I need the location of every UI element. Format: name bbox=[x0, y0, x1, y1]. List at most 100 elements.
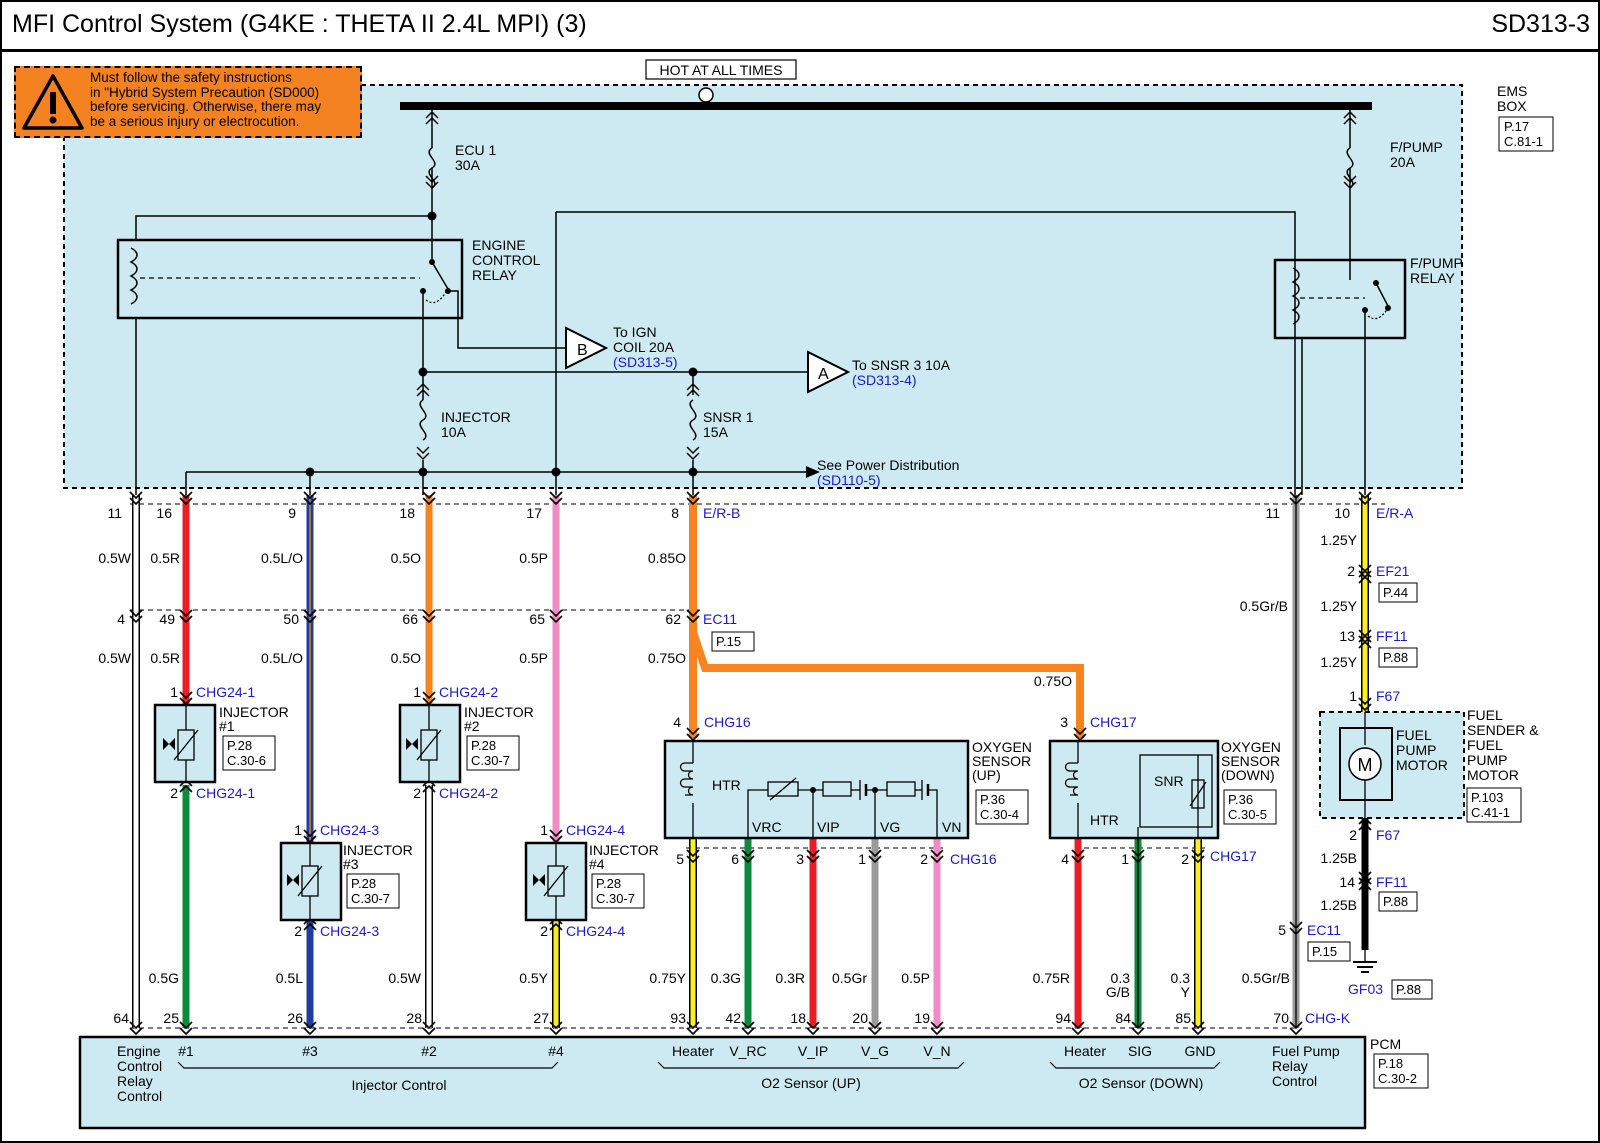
component-name: SENSOR bbox=[1221, 753, 1280, 769]
svg-text:RELAY: RELAY bbox=[1410, 270, 1456, 286]
connector-name: EC11 bbox=[703, 611, 737, 627]
injector-4 bbox=[524, 841, 588, 922]
ref-text: P.28 bbox=[227, 738, 252, 753]
ref-text: P.44 bbox=[1383, 585, 1408, 600]
ems-wiring bbox=[135, 211, 1366, 495]
pin-number: 65 bbox=[529, 611, 545, 627]
wire-label: 0.5Gr bbox=[832, 970, 867, 986]
pin-number: 11 bbox=[107, 505, 122, 521]
connector-chevron bbox=[179, 1021, 193, 1036]
pin-number: 64 bbox=[113, 1010, 129, 1026]
pcm-terminal: Engine bbox=[117, 1043, 161, 1059]
pin-number: 8 bbox=[671, 505, 679, 521]
ref-text: C.30-7 bbox=[351, 891, 390, 906]
svg-text:ECU 1: ECU 1 bbox=[455, 142, 496, 158]
svg-text:BOX: BOX bbox=[1497, 98, 1527, 114]
junction-dots bbox=[305, 211, 698, 477]
connector-chevron bbox=[303, 609, 317, 624]
pcm-terminal: Fuel Pump bbox=[1272, 1043, 1340, 1059]
pin-number: 4 bbox=[1061, 851, 1069, 867]
wire-label: 0.5Gr/B bbox=[1240, 598, 1288, 614]
to-ign-coil-connector: B bbox=[565, 326, 609, 370]
pin-number: 93 bbox=[670, 1010, 686, 1026]
svg-text:CONTROL: CONTROL bbox=[472, 252, 541, 268]
svg-text:ENGINE: ENGINE bbox=[472, 237, 526, 253]
connector-name: CHG-K bbox=[1305, 1010, 1351, 1026]
wire-label: 0.5P bbox=[901, 970, 930, 986]
pin-number: 6 bbox=[731, 851, 739, 867]
pin-number: 94 bbox=[1055, 1010, 1071, 1026]
ec11-ref bbox=[711, 631, 755, 652]
connector-chevron bbox=[686, 491, 700, 506]
pin-number: 17 bbox=[526, 505, 542, 521]
connector-name: FF11 bbox=[1376, 874, 1408, 890]
component-name: SENDER & bbox=[1467, 722, 1539, 738]
connector-chevron bbox=[303, 1021, 317, 1036]
wire-label: 0.5Gr/B bbox=[1242, 970, 1290, 986]
pin-number: 4 bbox=[117, 611, 125, 627]
ref-text: C.30-7 bbox=[471, 753, 510, 768]
pcm-terminal: Relay bbox=[117, 1073, 153, 1089]
svg-text:F/PUMP: F/PUMP bbox=[1410, 255, 1463, 271]
connector-name: CHG16 bbox=[950, 851, 997, 867]
connector-chevron bbox=[806, 849, 820, 864]
fuse-fpump bbox=[1343, 110, 1357, 280]
component-name: INJECTOR bbox=[343, 842, 413, 858]
wire-label: 0.5R bbox=[150, 550, 180, 566]
connector-chevron bbox=[741, 849, 755, 864]
svg-text:(SD313-4): (SD313-4) bbox=[852, 372, 917, 388]
pin-number: 50 bbox=[283, 611, 299, 627]
connector-chevron bbox=[179, 609, 193, 624]
wire-label: 1.25Y bbox=[1320, 598, 1357, 614]
ref-text: C.41-1 bbox=[1471, 805, 1510, 820]
connector-chevron bbox=[303, 491, 317, 506]
pin-number: 16 bbox=[156, 505, 172, 521]
bus-terminal bbox=[698, 87, 714, 103]
terminal-label: VG bbox=[880, 819, 900, 835]
component-name: INJECTOR bbox=[219, 704, 289, 720]
pcm-group: O2 Sensor (UP) bbox=[761, 1075, 861, 1091]
pin-number: 2 bbox=[1349, 827, 1357, 843]
connector-chevron bbox=[686, 849, 700, 864]
component-name: PCM bbox=[1370, 1036, 1401, 1052]
pcm-terminal: V_RC bbox=[729, 1043, 766, 1059]
component-name: INJECTOR bbox=[464, 704, 534, 720]
power-dist-arrow bbox=[806, 466, 820, 478]
pin-number: 1 bbox=[1121, 851, 1129, 867]
component-name: PUMP bbox=[1467, 752, 1507, 768]
pcm-terminal: Control bbox=[1272, 1073, 1317, 1089]
o2-up-ref bbox=[975, 789, 1029, 825]
ref-text: P.15 bbox=[716, 634, 741, 649]
connector-chevron bbox=[686, 1021, 700, 1036]
connector-name: FF11 bbox=[1376, 628, 1408, 644]
wire-label: 1.25Y bbox=[1320, 532, 1357, 548]
ref-text: P.18 bbox=[1378, 1056, 1403, 1071]
ref-text: P.88 bbox=[1383, 894, 1408, 909]
title-bar: MFI Control System (G4KE : THETA II 2.4L… bbox=[0, 0, 1600, 52]
ref-text: P.103 bbox=[1471, 790, 1503, 805]
injector-ref bbox=[591, 873, 645, 909]
pcm-group: O2 Sensor (DOWN) bbox=[1079, 1075, 1203, 1091]
pin-number: 1 bbox=[1349, 688, 1357, 704]
terminal-label: HTR bbox=[1090, 812, 1119, 828]
connector-chevron bbox=[1358, 491, 1372, 506]
pin-number: 10 bbox=[1334, 505, 1350, 521]
connector-chevron bbox=[1289, 1021, 1303, 1036]
pin-number: 1 bbox=[294, 822, 302, 838]
connector-chevron bbox=[1071, 1021, 1085, 1036]
wire-label: 0.3R bbox=[775, 970, 805, 986]
connector-chevron bbox=[1358, 634, 1372, 649]
pcm-box bbox=[78, 1035, 1367, 1130]
fuse-ecu1 bbox=[425, 110, 439, 216]
connector-name: F67 bbox=[1376, 688, 1400, 704]
pcm-terminal: Relay bbox=[1272, 1058, 1308, 1074]
connector-name: CHG24-2 bbox=[439, 785, 498, 801]
connector-chevron bbox=[1131, 849, 1145, 864]
connector-name: CHG24-1 bbox=[196, 785, 255, 801]
terminal-label: HTR bbox=[712, 777, 741, 793]
connector-chevron bbox=[422, 491, 436, 506]
hot-label-box bbox=[645, 59, 797, 80]
ref-text: P.28 bbox=[351, 876, 376, 891]
connector-chevron bbox=[930, 849, 944, 864]
